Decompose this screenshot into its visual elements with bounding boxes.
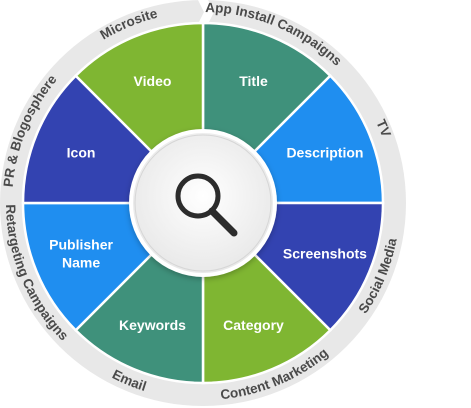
center-hub-border [134,134,272,272]
segment-label-description: Description [286,144,363,160]
center-hub [129,129,277,277]
ring-notch [198,0,214,24]
segment-label-screenshots: Screenshots [283,246,367,262]
magnifying-glass-icon [175,173,238,237]
segment-label-category: Category [223,317,284,333]
segment-label-keywords: Keywords [119,317,186,333]
segment-label-video: Video [134,73,172,89]
segment-label-title: Title [239,73,268,89]
segment-label-icon: Icon [67,144,96,160]
ring-label-tv: TV [373,117,394,139]
